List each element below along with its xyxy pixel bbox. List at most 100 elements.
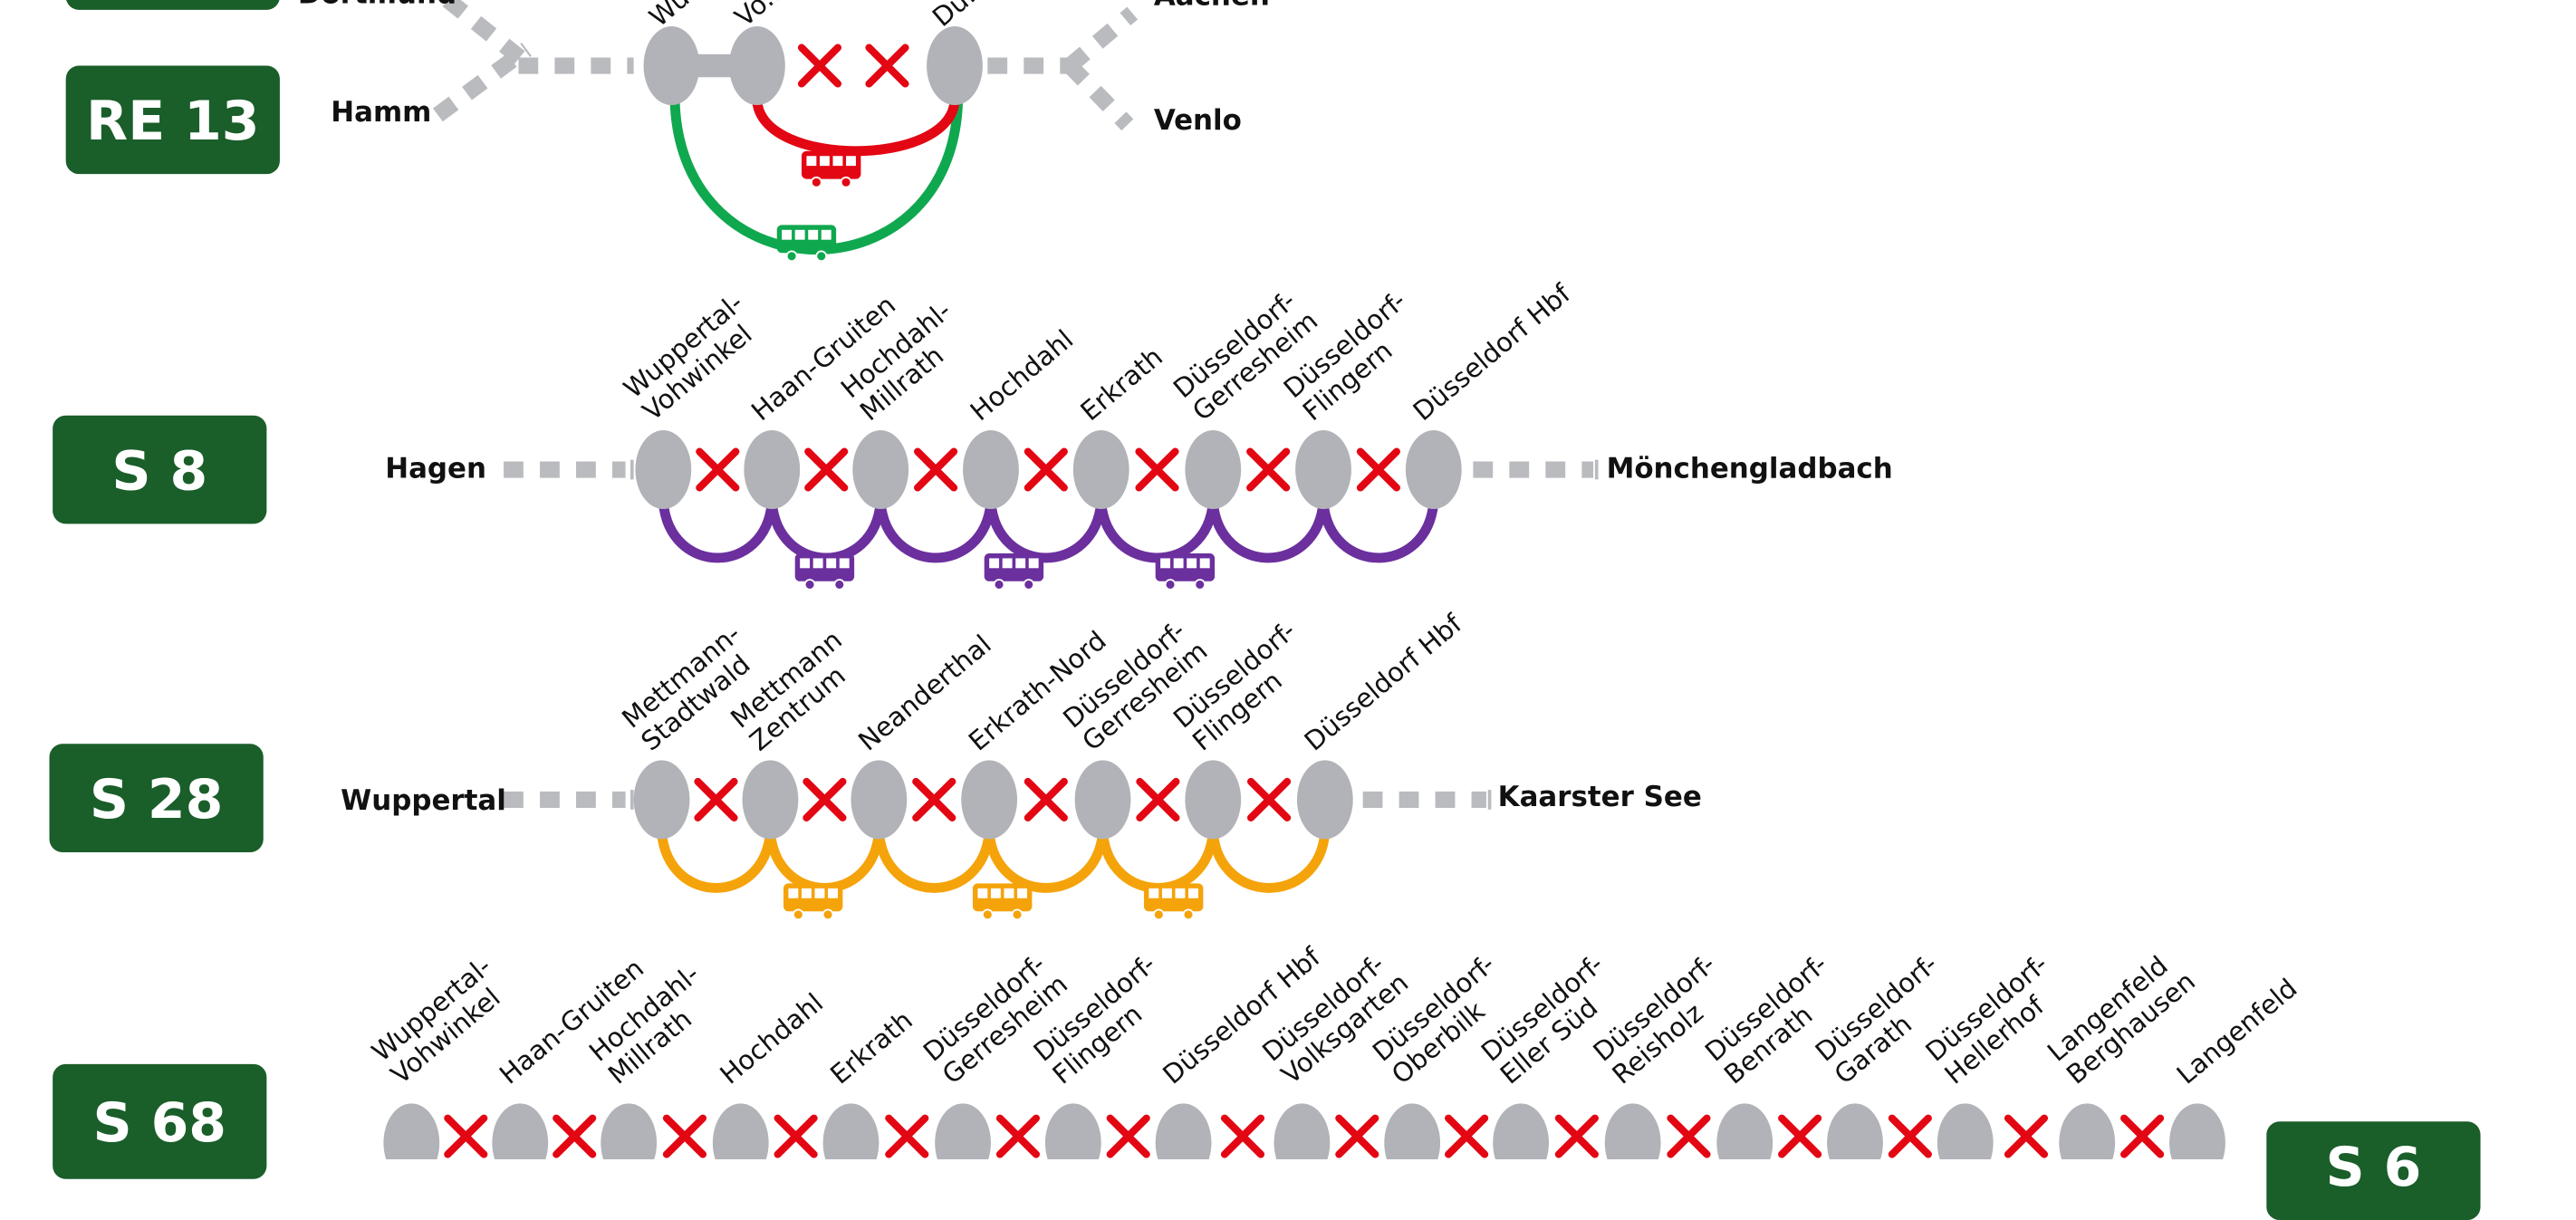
terminus-venlo: Venlo	[1153, 105, 1242, 139]
bus-wheel	[993, 579, 1005, 591]
s8-station	[744, 430, 801, 510]
re13-station	[643, 26, 700, 106]
s68-station	[822, 1103, 879, 1159]
bus-window	[1028, 558, 1039, 569]
closure-cross	[2120, 1114, 2165, 1158]
closure-cross	[1356, 447, 1400, 492]
s8-bus-replacement-arc	[985, 502, 1107, 563]
closure-cross	[662, 1114, 707, 1158]
bus-window	[801, 888, 812, 898]
s28-station	[961, 760, 1018, 840]
re13-station	[927, 26, 983, 106]
s28-station	[633, 760, 690, 840]
s68-station	[1274, 1103, 1331, 1159]
line-badge-s68: S 68	[53, 1063, 267, 1179]
s8-bus-replacement-arc	[1318, 502, 1439, 563]
bus-window	[989, 558, 1000, 569]
s68-station	[712, 1103, 769, 1159]
s68-station	[1384, 1103, 1441, 1159]
bus-window	[788, 888, 799, 898]
closure-cross	[1445, 1114, 1489, 1158]
closure-cross	[774, 1114, 818, 1158]
s68-station	[1493, 1103, 1549, 1159]
bus-window	[800, 558, 811, 569]
bus-window	[814, 888, 825, 898]
s8-station	[1185, 430, 1242, 510]
bus-window	[1175, 888, 1186, 898]
closure-cross	[553, 1114, 597, 1158]
bus-icon	[783, 883, 843, 921]
closure-cross	[912, 777, 956, 821]
bus-window	[794, 229, 805, 240]
closure-cross	[1554, 1114, 1599, 1158]
terminus-kaarster-see: Kaarster See	[1497, 781, 1702, 815]
bus-window	[1188, 888, 1198, 898]
bus-window	[826, 558, 837, 569]
s8-bus-replacement-arc	[1207, 502, 1329, 563]
closure-cross	[1220, 1114, 1265, 1158]
re13-station	[729, 26, 785, 106]
s68-station	[935, 1103, 991, 1159]
bus-window	[1160, 558, 1171, 569]
s68-station	[2169, 1103, 2225, 1159]
bus-icon	[972, 883, 1033, 921]
bus-window	[832, 156, 843, 167]
closure-cross	[804, 447, 849, 492]
s8-bus-replacement-arc	[658, 502, 777, 563]
closure-cross	[797, 43, 842, 88]
bus-window	[806, 156, 817, 167]
s8-bus-replacement-arc	[875, 502, 996, 563]
s28-bus-replacement-arc	[1098, 831, 1218, 893]
network-graphics	[383, 0, 2225, 1159]
closure-cross	[1888, 1114, 1932, 1158]
s8-station	[963, 430, 1019, 510]
s8-station	[635, 430, 692, 510]
bus-wheel	[840, 176, 852, 188]
terminus-moenchengladbach: Mönchengladbach	[1606, 453, 1893, 486]
bus-window	[808, 229, 819, 240]
closure-cross	[444, 1114, 488, 1158]
closure-cross	[1135, 447, 1179, 492]
s28-station	[1185, 760, 1242, 840]
bus-wheel	[1011, 908, 1024, 921]
bus-window	[1015, 558, 1026, 569]
closure-cross	[1335, 1114, 1379, 1158]
bus-window	[1187, 558, 1197, 569]
line-badge-re13-prev	[65, 0, 280, 10]
s68-station	[1716, 1103, 1773, 1159]
line-badge-re13: RE 13	[65, 65, 280, 175]
bus-window	[812, 558, 823, 569]
s28-station	[742, 760, 799, 840]
s68-station	[1155, 1103, 1212, 1159]
bus-window	[1004, 888, 1014, 898]
bus-icon	[776, 225, 837, 263]
bus-icon	[1155, 552, 1216, 591]
bus-window	[1149, 888, 1159, 898]
s68-station	[601, 1103, 658, 1159]
bus-wheel	[833, 579, 846, 591]
bus-window	[1002, 558, 1013, 569]
closure-cross	[1246, 777, 1292, 821]
closure-cross	[865, 43, 909, 88]
bus-window	[1161, 888, 1172, 898]
s8-station	[1295, 430, 1351, 510]
re13-feeder-venlo	[1063, 60, 1134, 131]
bus-icon	[801, 150, 861, 188]
s28-bus-replacement-arc	[873, 831, 995, 893]
closure-cross	[1778, 1114, 1822, 1158]
bus-window	[977, 888, 988, 898]
s28-bus-replacement-arc	[984, 831, 1108, 893]
bus-wheel	[1023, 579, 1035, 591]
closure-cross	[885, 1114, 929, 1158]
s28-bus-replacement-arc	[657, 831, 775, 893]
bus-wheel	[815, 250, 828, 263]
bus-wheel	[981, 908, 994, 921]
terminus-dortmund: Dortmund	[298, 0, 457, 10]
closure-cross	[1024, 777, 1068, 821]
s28-station	[1296, 760, 1353, 840]
re13-feeder-aachen	[1064, 6, 1139, 72]
terminus-hamm: Hamm	[331, 96, 432, 130]
rail-closure-diagram: RE 13 S 8 S 28 S 68 S 6 Dortmund Hamm Aa…	[49, 0, 2481, 1220]
bus-window	[1199, 558, 1210, 569]
terminus-wuppertal: Wuppertal	[341, 784, 506, 818]
